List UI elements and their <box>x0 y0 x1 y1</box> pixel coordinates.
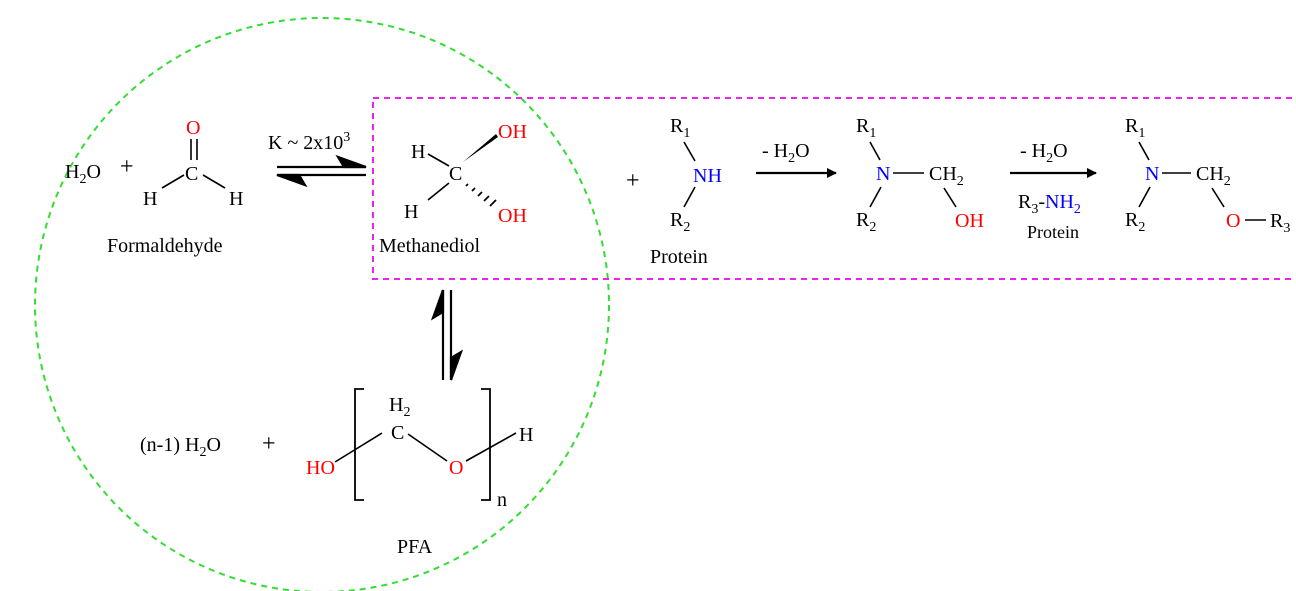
pfa-oxygen: O <box>449 457 463 479</box>
step1-label: - H2O <box>762 140 810 166</box>
formaldehyde-label: Formaldehyde <box>107 235 223 257</box>
product-oxygen: O <box>1226 210 1240 232</box>
plus-sign: + <box>120 154 134 180</box>
adduct-r1: R1 <box>856 115 876 141</box>
methanediol-structure: C H H OH OH <box>404 121 527 227</box>
protein-r1: R1 <box>670 115 690 141</box>
crosslink-product-structure: R1 N CH2 R2 O R3 <box>1125 115 1290 236</box>
product-r1: R1 <box>1125 115 1145 141</box>
methanediol-h-bottom: H <box>404 201 418 223</box>
highlight-circle <box>34 17 610 591</box>
step2-reagent: R3-NH2 <box>1018 191 1081 217</box>
pfa-carbon: C <box>391 422 404 444</box>
methanediol-oh-top: OH <box>498 121 527 143</box>
formaldehyde-structure: O C H H <box>143 117 243 210</box>
adduct-ch2: CH2 <box>929 163 964 189</box>
plus-sign: + <box>626 168 640 194</box>
protein-label: Protein <box>650 246 708 268</box>
methanediol-label: Methanediol <box>379 235 481 257</box>
methanediol-h-top: H <box>411 141 425 163</box>
methanediol-oh-bottom: OH <box>498 205 527 227</box>
step2-protein-label: Protein <box>1027 222 1079 242</box>
pfa-ho: HO <box>306 457 335 479</box>
hydroxymethyl-adduct-structure: R1 N CH2 R2 OH <box>856 115 984 235</box>
product-ch2: CH2 <box>1196 163 1231 189</box>
protein-nh: NH <box>693 165 722 187</box>
product-nitrogen: N <box>1145 163 1159 185</box>
pfa-h2: H2 <box>389 394 410 420</box>
water-label: H2O <box>65 161 101 187</box>
product-r2: R2 <box>1125 209 1145 235</box>
formaldehyde-oxygen: O <box>186 117 200 139</box>
plus-sign: + <box>262 431 276 457</box>
polymer-water-label: (n-1) H2O <box>140 434 221 460</box>
protein-r2: R2 <box>670 209 690 235</box>
equilibrium-arrow-vertical <box>430 289 464 381</box>
methanediol-carbon: C <box>449 163 462 185</box>
protein-amine-structure: R1 NH R2 <box>670 115 722 235</box>
formaldehyde-carbon: C <box>185 163 198 185</box>
product-r3: R3 <box>1270 210 1290 236</box>
pfa-n: n <box>497 489 507 511</box>
highlight-box <box>372 97 1296 280</box>
adduct-oh: OH <box>955 210 984 232</box>
step2-label: - H2O <box>1020 140 1068 166</box>
equilibrium-arrow-horizontal <box>276 154 367 188</box>
formaldehyde-h-left: H <box>143 188 157 210</box>
adduct-nitrogen: N <box>876 163 890 185</box>
pfa-structure: HO H2 C O H n <box>306 388 533 511</box>
pfa-terminal-h: H <box>519 424 533 446</box>
adduct-r2: R2 <box>856 209 876 235</box>
equilibrium-constant: K ~ 2x103 <box>268 130 350 154</box>
pfa-label: PFA <box>397 536 433 558</box>
formaldehyde-h-right: H <box>229 188 243 210</box>
